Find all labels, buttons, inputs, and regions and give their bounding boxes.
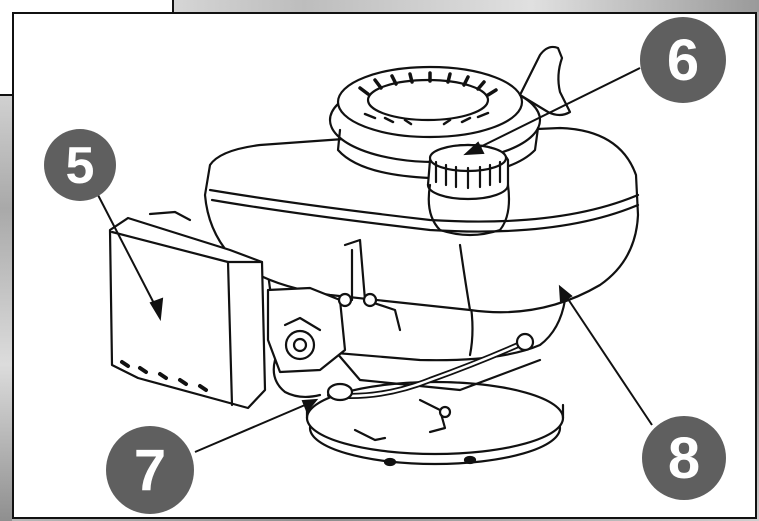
callout-7-badge bbox=[106, 426, 194, 514]
carburetor bbox=[266, 238, 402, 399]
callout-5-label: 5 bbox=[66, 137, 95, 195]
air-filter bbox=[108, 210, 267, 410]
callout-6-badge bbox=[640, 17, 726, 103]
recoil-starter bbox=[328, 65, 542, 180]
callout-7: 7 bbox=[106, 426, 194, 514]
leader-line-5 bbox=[97, 194, 164, 322]
callout-5-badge bbox=[44, 129, 116, 201]
callout-6: 6 bbox=[640, 17, 726, 103]
callout-6-label: 6 bbox=[667, 28, 699, 93]
callout-7-label: 7 bbox=[134, 438, 166, 503]
leader-line-7 bbox=[194, 398, 319, 453]
callout-8-label: 8 bbox=[668, 426, 700, 491]
callout-8: 8 bbox=[642, 416, 726, 500]
leader-line-8 bbox=[558, 284, 653, 426]
engine-base bbox=[305, 380, 565, 467]
fuel-cap bbox=[426, 143, 511, 237]
leader-line-6 bbox=[463, 67, 641, 156]
background-left-strip bbox=[0, 0, 12, 521]
fuel-line bbox=[326, 332, 535, 442]
leader-lines bbox=[97, 67, 653, 453]
background-top-strip bbox=[0, 0, 759, 12]
callout-8-badge bbox=[642, 416, 726, 500]
callout-5: 5 bbox=[44, 129, 116, 201]
engine-illustration bbox=[108, 45, 640, 467]
starter-handle bbox=[518, 45, 572, 117]
